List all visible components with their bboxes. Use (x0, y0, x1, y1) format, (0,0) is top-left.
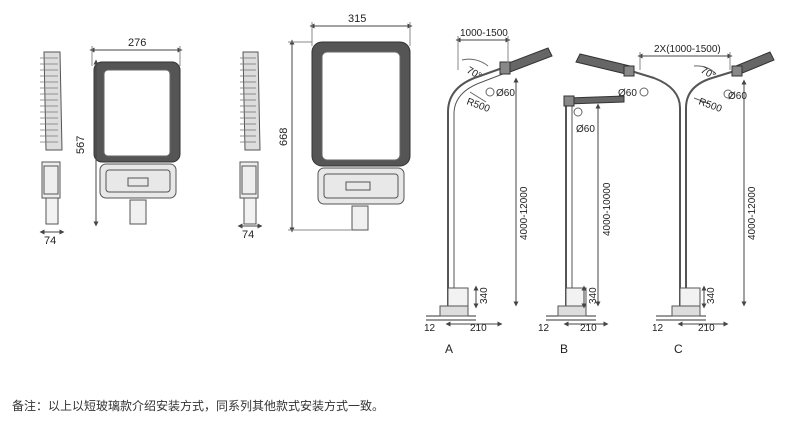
pole-a-diameter: Ø60 (496, 88, 515, 99)
pole-c-base-width: 210 (698, 323, 715, 334)
pole-c-radius: R500 (697, 96, 724, 115)
pole-a-height: 4000-12000 (519, 186, 530, 240)
front1-width-label: 276 (128, 37, 146, 49)
pole-a-label: A (445, 342, 453, 356)
front2-height-label: 668 (278, 128, 290, 146)
pole-b (546, 95, 625, 327)
pole-b-height: 4000-10000 (602, 182, 613, 236)
pole-a-angle: 70° (465, 65, 484, 82)
pole-b-diameter: Ø60 (576, 124, 595, 135)
side2-width-label: 74 (242, 229, 254, 241)
pole-a-base-height: 340 (479, 287, 490, 304)
front1-height-label: 567 (75, 136, 87, 154)
front2-width-label: 315 (348, 13, 366, 25)
pole-c-base-height: 340 (706, 287, 717, 304)
pole-c-diameter-right: Ø60 (728, 91, 747, 102)
pole-c-label: C (674, 342, 683, 356)
pole-c-base-offset: 12 (652, 323, 664, 334)
pole-c-arm-reach: 2X(1000-1500) (654, 44, 721, 55)
pole-a-base-width: 210 (470, 323, 487, 334)
pole-a (426, 36, 553, 327)
lamp-side-view-1 (39, 51, 65, 235)
pole-c-diameter-left: Ø60 (618, 88, 637, 99)
lamp-front-view-2 (288, 22, 413, 233)
pole-a-base-offset: 12 (424, 323, 436, 334)
pole-a-arm-reach: 1000-1500 (460, 28, 508, 39)
pole-c (575, 51, 775, 327)
pole-b-base-height: 340 (588, 287, 599, 304)
pole-b-label: B (560, 342, 568, 356)
pole-c-angle: 70° (699, 65, 718, 82)
pole-a-radius: R500 (465, 96, 492, 115)
lamp-side-view-2 (237, 51, 263, 229)
side1-width-label: 74 (44, 235, 56, 247)
pole-c-height: 4000-12000 (747, 186, 758, 240)
lamp-front-view-1 (89, 46, 183, 227)
pole-b-base-offset: 12 (538, 323, 550, 334)
pole-b-base-width: 210 (580, 323, 597, 334)
installation-note: 备注：以上以短玻璃款介绍安装方式，同系列其他款式安装方式一致。 (12, 399, 385, 413)
